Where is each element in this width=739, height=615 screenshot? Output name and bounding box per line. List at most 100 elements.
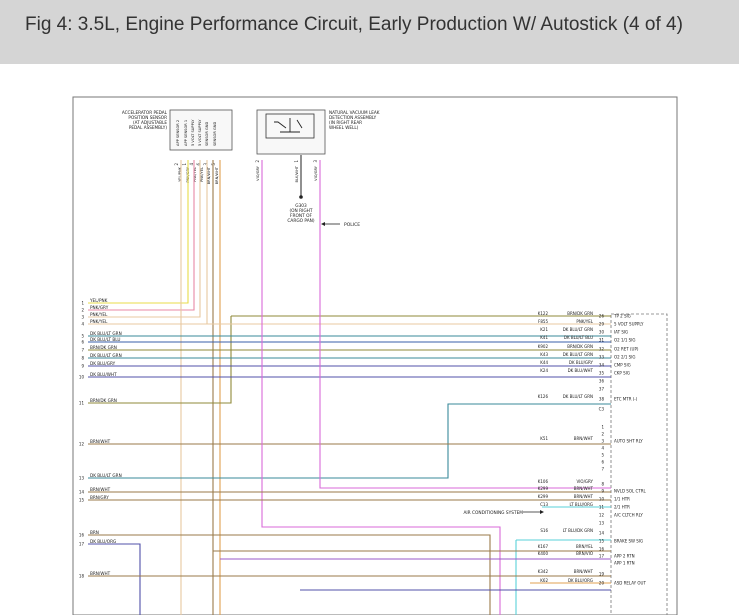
circuit-id: K24 bbox=[540, 368, 548, 373]
ground-g303: G303 (ON RIGHT FRONT OF CARGO PAN) POLIC… bbox=[287, 155, 360, 228]
left-wire-label: DK BLU/LT GRN bbox=[90, 473, 122, 478]
pcm-pin-number: 1 bbox=[601, 425, 604, 430]
pedal-pin-function: SENSOR GND bbox=[205, 122, 209, 146]
pcm-pin-function: NVLD SOL CTRL bbox=[614, 489, 647, 494]
pcm-pin-number: 8 bbox=[601, 482, 604, 487]
left-wire-label: BRN/WHT bbox=[90, 571, 111, 576]
pcm-pin-number: 30 bbox=[599, 330, 605, 335]
figure-title: Fig 4: 3.5L, Engine Performance Circuit,… bbox=[25, 14, 683, 35]
left-wire-label: DK BLU/ORG bbox=[90, 539, 116, 544]
pcm-pin-number: 19 bbox=[599, 572, 605, 577]
arrow-left-icon bbox=[321, 222, 325, 226]
nvld-pin-number: 2 bbox=[255, 160, 260, 163]
nvld-label-2: DETECTION ASSEMBLY bbox=[329, 115, 377, 120]
left-connector-number: 17 bbox=[79, 542, 85, 547]
right-wire-label: VIO/GRY bbox=[577, 479, 594, 484]
circuit-id: K167 bbox=[538, 544, 549, 549]
pcm-pin-number: C3 bbox=[599, 407, 605, 412]
right-wire-label: BRN/WHT bbox=[574, 569, 594, 574]
left-wire-label: DK BLU/WHT bbox=[90, 372, 117, 377]
circuit-id: K400 bbox=[538, 551, 549, 556]
nvld-pin-wire: BLK/WHT bbox=[295, 165, 299, 182]
nvld-label-3: (IN RIGHT REAR bbox=[329, 120, 362, 125]
app-sensor-label-2: POSITION SENSOR bbox=[128, 115, 167, 120]
pcm-pin-number: 13 bbox=[599, 521, 605, 526]
right-wire-label: BRN/DK GRN bbox=[567, 344, 593, 349]
left-connector-number: 15 bbox=[79, 498, 85, 503]
left-connector-number: 1 bbox=[81, 301, 84, 306]
circuit-id: K43 bbox=[540, 352, 548, 357]
wire-brn-dk-grn-11 bbox=[88, 316, 232, 404]
right-wire-label: PNK/YEL bbox=[576, 319, 593, 324]
circuit-id: K41 bbox=[540, 335, 548, 340]
pcm-pin-function: A/C CLTCH RLY bbox=[614, 513, 643, 518]
left-wire-label: DK BLU/LT GRN bbox=[90, 331, 122, 336]
pcm-pin-number: 29 bbox=[599, 322, 605, 327]
pedal-pin-function: 5 VOLT SUPPLY bbox=[198, 119, 202, 146]
pcm-pin-number: 26 bbox=[599, 314, 605, 319]
pedal-pin-number: 2 bbox=[174, 163, 179, 166]
ground-label-2: (ON RIGHT bbox=[289, 208, 312, 214]
police-label: POLICE bbox=[344, 222, 360, 228]
left-connector-number: 9 bbox=[81, 364, 84, 369]
pcm-connector bbox=[610, 313, 668, 615]
right-wire-label: BRN/YEL bbox=[576, 544, 594, 549]
pcm-pin-function: CKP SIG bbox=[614, 371, 630, 376]
right-wire-label: DK BLU/GRY bbox=[569, 360, 594, 365]
right-wire-label: DK BLU/ORG bbox=[568, 578, 593, 583]
left-connector-number: 5 bbox=[81, 334, 84, 339]
wire-pnk-gry bbox=[88, 160, 195, 311]
circuit-id: K21 bbox=[540, 327, 548, 332]
left-connector-number: 14 bbox=[79, 490, 85, 495]
pcm-pin-number: 11 bbox=[599, 505, 605, 510]
pedal-pin-number: 4 bbox=[189, 163, 194, 166]
left-wire-label: DK BLU/GRY bbox=[90, 361, 116, 366]
left-wire-label: BRN bbox=[90, 530, 99, 535]
nvld-pin-wire: VIO/GRY bbox=[256, 165, 260, 181]
wire-vio-gry-nvld-3 bbox=[319, 160, 611, 489]
pcm-pin-function: IAT SIG bbox=[614, 330, 628, 335]
nvld-pin-number: 3 bbox=[313, 160, 318, 163]
pcm-pin-function: CMP SIG bbox=[614, 363, 631, 368]
pedal-pin-function: APP SENSOR 1 bbox=[184, 120, 188, 146]
pcm-pin-number: 12 bbox=[599, 513, 605, 518]
pcm-pin-number: 5 bbox=[601, 453, 604, 458]
pcm-pin-function: O2 1/1 SIG bbox=[614, 338, 636, 343]
pcm-pin-number: 34 bbox=[599, 363, 605, 368]
right-wire-label: DK BLU/LT GRN bbox=[563, 352, 593, 357]
right-wire-label: DK BLU/LT BLU bbox=[564, 335, 593, 340]
pedal-pin-wire: BRN/WHT bbox=[215, 166, 219, 184]
left-connector-number: 2 bbox=[81, 308, 84, 313]
pcm-pin-number: 6 bbox=[601, 460, 604, 465]
right-wire-label: DK BLU/WHT bbox=[568, 368, 594, 373]
circuit-id: K342 bbox=[538, 569, 549, 574]
nvld-pin-wire: VIO/GRY bbox=[314, 165, 318, 181]
left-connector-number: 12 bbox=[79, 442, 85, 447]
left-connector-number: 16 bbox=[79, 533, 85, 538]
right-wire-label: BRN/DK GRN bbox=[567, 311, 593, 316]
pcm-pin-number: 36 bbox=[599, 379, 605, 384]
left-wire-label: BRN/DK GRN bbox=[90, 345, 117, 350]
pcm-pin-number: 2 bbox=[601, 432, 604, 437]
left-wire-label: PNK/YEL bbox=[90, 312, 108, 317]
pcm-pin-number: 20 bbox=[599, 581, 605, 586]
wire-yel-pnk bbox=[88, 160, 189, 304]
right-wire-label: DK BLU/LT GRN bbox=[563, 327, 593, 332]
circuit-id: C13 bbox=[540, 502, 548, 507]
pcm-pin-function: BRAKE SW SIG bbox=[614, 539, 643, 544]
left-wire-label: DK BLU/LT BLU bbox=[90, 337, 120, 342]
ground-label-1: G303 bbox=[295, 203, 307, 209]
left-connector-number: 8 bbox=[81, 356, 84, 361]
right-wire-label: BRN/WHT bbox=[574, 486, 594, 491]
left-connector-number: 10 bbox=[79, 375, 85, 380]
pcm-pin-number: 16 bbox=[599, 547, 605, 552]
right-wire-label: BRN/WHT bbox=[574, 436, 594, 441]
pedal-pin-wire: PNK/YEL bbox=[200, 167, 204, 182]
pcm-pin-function: APP 2 RTN bbox=[614, 554, 635, 559]
pcm-pin-number: 7 bbox=[601, 467, 604, 472]
ac-system-label: AIR CONDITIONING SYSTEM bbox=[463, 510, 523, 516]
left-connector-number: 13 bbox=[79, 476, 85, 481]
pcm-pin-number: 35 bbox=[599, 371, 605, 376]
pedal-pin-number: 1 bbox=[182, 163, 187, 166]
